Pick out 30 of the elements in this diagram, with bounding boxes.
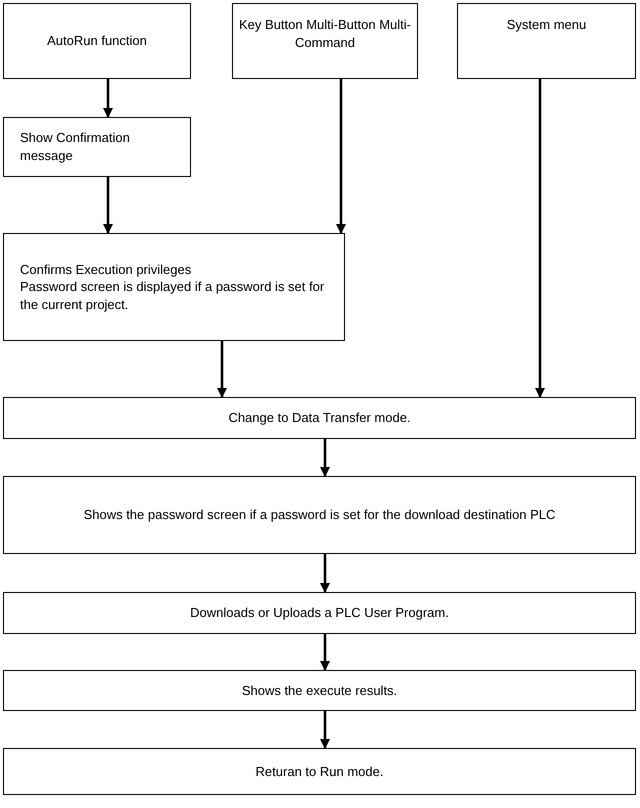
process-box	[3, 476, 636, 554]
process-box	[3, 592, 636, 634]
box-text: Confirms Execution privileges	[20, 260, 192, 278]
box-text: System menu	[506, 16, 586, 34]
arrow	[320, 711, 330, 749]
box-text: Returan to Run mode.	[256, 762, 384, 780]
arrow	[336, 79, 346, 234]
process-box	[232, 3, 418, 79]
process-box	[3, 117, 191, 177]
process-box	[3, 397, 636, 439]
box-text: Password screen is displayed if a password is set for the current project.	[20, 278, 326, 314]
box-text: Show Confirmation message	[20, 129, 131, 165]
arrow	[103, 177, 113, 234]
arrow	[535, 79, 545, 398]
box-text: Change to Data Transfer mode.	[228, 409, 411, 427]
box-text: AutoRun function	[47, 32, 147, 50]
process-box	[457, 3, 636, 79]
process-box	[3, 233, 345, 341]
process-box	[3, 670, 636, 711]
arrow	[320, 554, 330, 593]
box-text: Downloads or Uploads a PLC User Program.	[190, 604, 449, 622]
box-text: Shows the password screen if a password is set for the download destination PLC	[84, 506, 556, 524]
arrow	[320, 634, 330, 671]
box-text: Key Button Multi-Button Multi-Command	[238, 16, 412, 52]
arrow	[320, 439, 330, 477]
arrow	[217, 341, 227, 398]
process-box	[3, 3, 191, 79]
process-box	[3, 748, 636, 795]
arrow	[103, 79, 113, 118]
box-text: Shows the execute results.	[242, 682, 398, 700]
